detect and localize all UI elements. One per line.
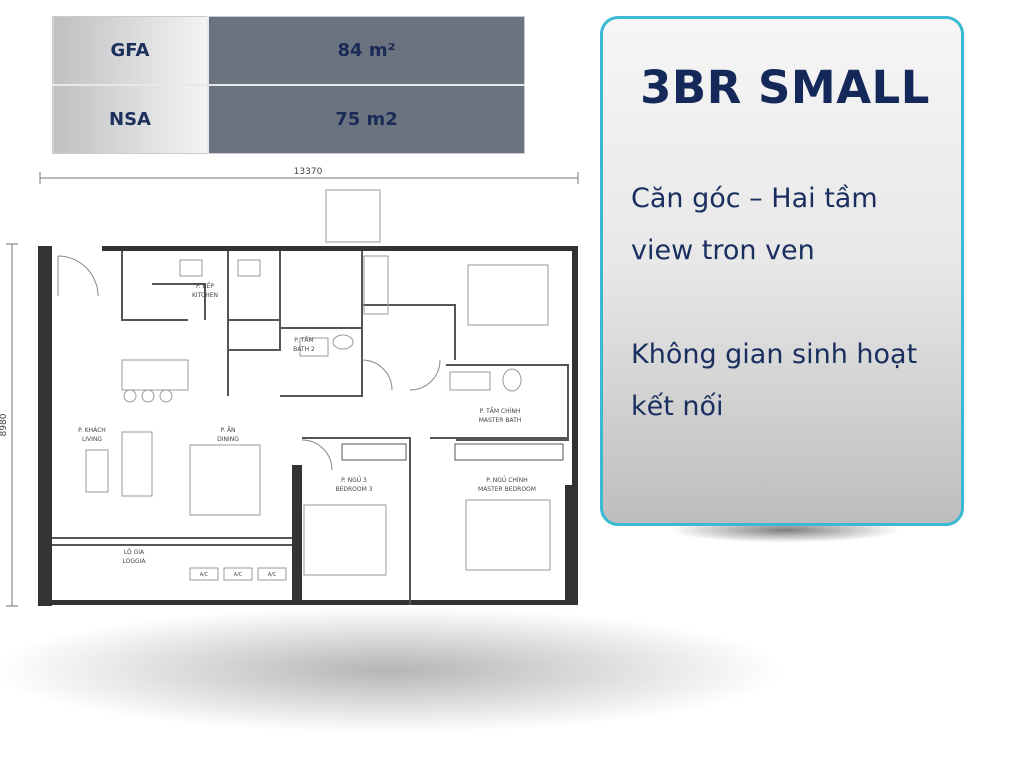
gfa-label: GFA <box>52 16 208 85</box>
wall-north <box>102 246 578 251</box>
area-table: GFA 84 m² NSA 75 m2 <box>52 16 525 154</box>
card-line-3: Không gian sinh hoạt <box>631 339 918 370</box>
label-kitchen-vi: P. BẾP <box>196 282 214 290</box>
floor-shadow <box>0 560 1024 760</box>
label-bath2-en: BATH 2 <box>293 346 315 353</box>
wall-south <box>38 600 578 605</box>
label-master-bed-en: MASTER BEDROOM <box>478 486 536 493</box>
wall-master-east <box>565 485 575 600</box>
label-living-vi: P. KHÁCH <box>78 427 106 434</box>
nsa-label: NSA <box>52 84 208 154</box>
info-card: 3BR SMALL Căn góc – Hai tầm view tron ve… <box>600 16 964 526</box>
card-line-2: view tron ven <box>631 235 815 266</box>
label-master-bed-vi: P. NGỦ CHÍNH <box>486 476 527 484</box>
label-dining-vi: P. ĂN <box>220 427 235 434</box>
floor-plan: 13370 8980 <box>0 167 579 607</box>
label-bath2-vi: P. TẮM <box>294 336 313 344</box>
unit-type-title: 3BR SMALL <box>640 61 930 114</box>
dimension-width: 13370 <box>294 167 323 177</box>
label-master-bath-vi: P. TẮM CHÍNH <box>480 407 521 415</box>
gfa-value: 84 m² <box>207 16 525 85</box>
label-living-en: LIVING <box>82 436 102 443</box>
label-loggia-vi: LÔ GIA <box>124 549 145 556</box>
label-kitchen-en: KITCHEN <box>192 292 218 299</box>
label-bedroom3-vi: P. NGỦ 3 <box>341 476 367 484</box>
label-dining-en: DINING <box>217 436 239 443</box>
label-ac-2: A/C <box>234 572 243 578</box>
table-row: NSA 75 m2 <box>52 84 525 154</box>
wall-west <box>38 246 52 606</box>
label-bedroom3-en: BEDROOM 3 <box>335 486 372 493</box>
card-line-1: Căn góc – Hai tầm <box>631 183 878 214</box>
label-loggia-en: LOGGIA <box>122 558 146 565</box>
dimension-height: 8980 <box>0 413 9 436</box>
label-ac-3: A/C <box>268 572 277 578</box>
card-line-4: kết nối <box>631 391 724 422</box>
nsa-value: 75 m2 <box>207 84 525 154</box>
label-ac-1: A/C <box>200 572 209 578</box>
wall-post <box>38 490 50 550</box>
wall-east <box>572 246 578 605</box>
label-master-bath-en: MASTER BATH <box>479 417 522 424</box>
table-row: GFA 84 m² <box>52 16 525 85</box>
wall-bedroom3-west <box>292 465 302 605</box>
